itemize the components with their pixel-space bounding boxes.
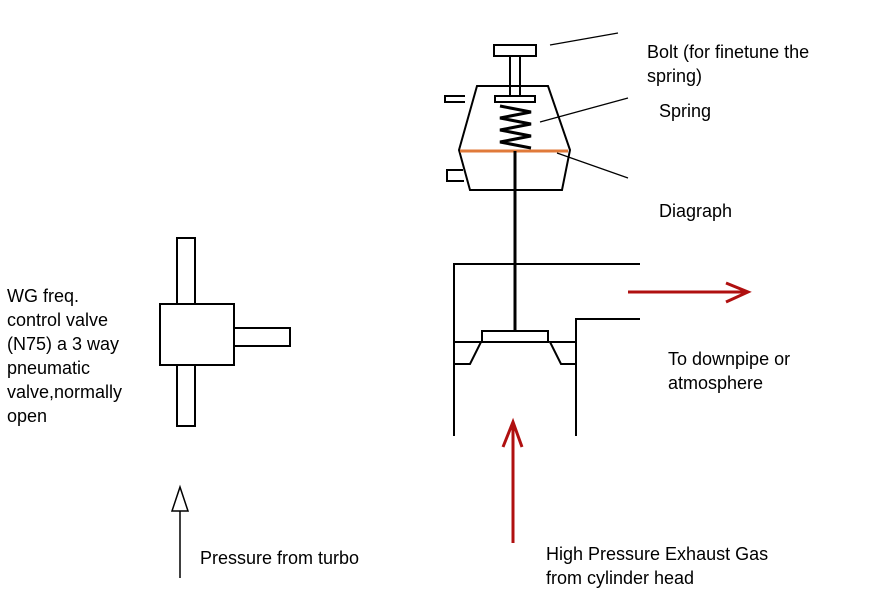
exhaust-flow-arrow: [501, 417, 524, 543]
turbo-pressure-arrow: [170, 484, 190, 578]
diagraph-label: Diagraph: [659, 201, 733, 221]
bolt-label: Bolt (for finetune the spring): [647, 42, 810, 86]
downpipe-flow-arrow: [628, 281, 752, 304]
spring: [499, 104, 532, 150]
pressure-turbo-label: Pressure from turbo: [200, 548, 360, 568]
n75-valve: [159, 237, 291, 427]
wastegate-body: [453, 263, 640, 436]
bolt: [493, 44, 537, 97]
wg-valve-label: WG freq. control valve (N75) a 3 way pne…: [7, 286, 123, 426]
actuator-housing: [444, 85, 572, 191]
exhaust-gas-label: High Pressure Exhaust Gas from cylinder …: [546, 544, 769, 588]
spring-label: Spring: [659, 101, 712, 121]
downpipe-label: To downpipe or atmosphere: [668, 349, 791, 393]
leader-lines: [539, 32, 629, 179]
